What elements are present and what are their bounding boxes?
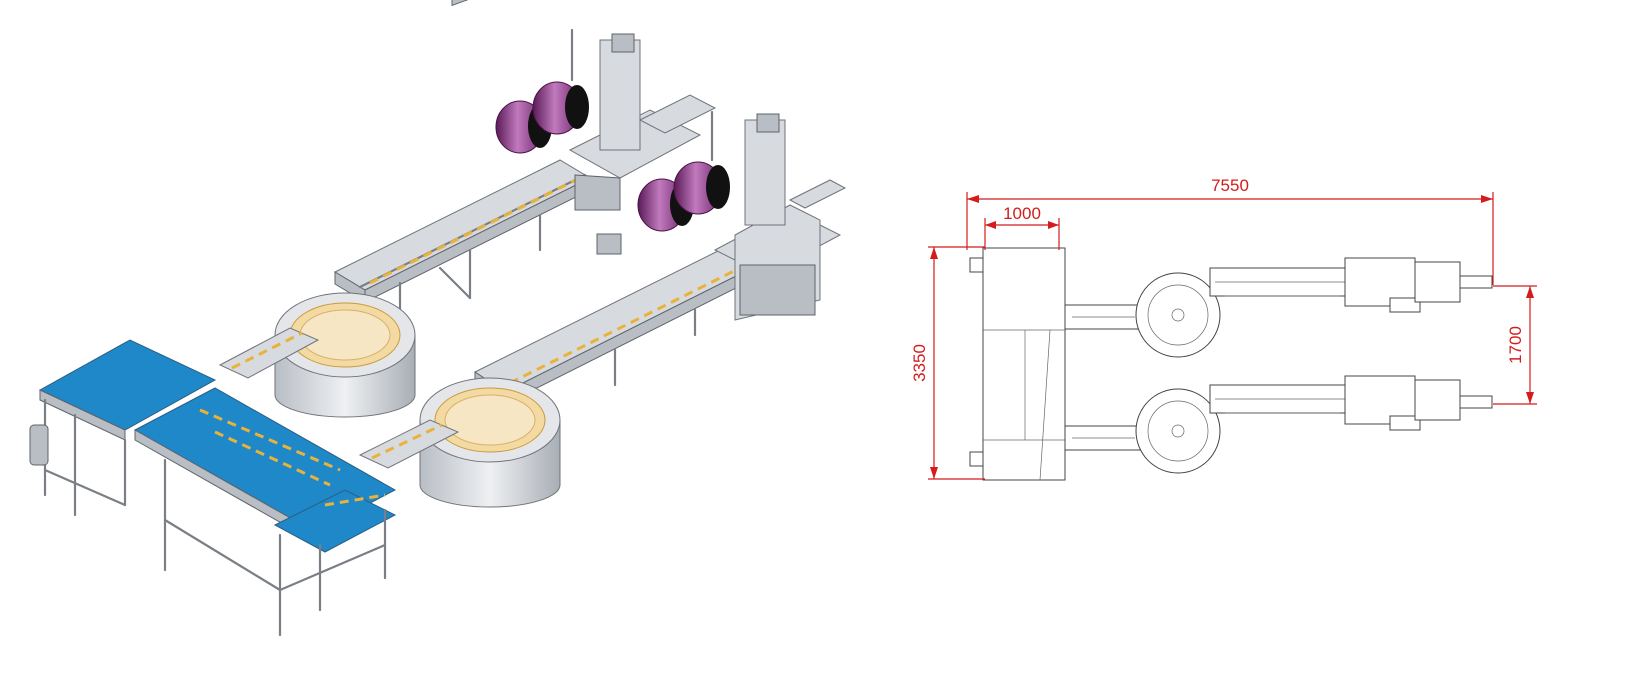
rotary-feeder-lower xyxy=(419,377,561,508)
infeed-table-plan xyxy=(982,247,1066,481)
monitor-icon xyxy=(596,233,622,255)
dimension-label-line-spacing: 1700 xyxy=(1506,326,1525,364)
top-view-layout-drawing: 7550 1000 3350 1700 xyxy=(910,176,1537,481)
dimension-overall-length: 7550 xyxy=(966,176,1494,285)
dimension-label-overall-length: 7550 xyxy=(1211,176,1249,195)
dimension-label-overall-width: 3350 xyxy=(910,344,929,382)
dimension-line-spacing: 1700 xyxy=(1493,285,1537,405)
film-rolls-lower xyxy=(637,161,730,232)
infeed-belt-tables xyxy=(29,339,397,637)
upper-flow-wrapper-line xyxy=(333,0,717,312)
monitor-icon xyxy=(451,0,479,7)
dimension-overall-width: 3350 xyxy=(910,246,985,480)
lower-line-plan xyxy=(1064,375,1493,474)
transfer-conveyor-lower xyxy=(358,419,460,469)
upper-line-plan xyxy=(1064,257,1493,358)
transfer-conveyor-upper xyxy=(218,327,320,379)
isometric-machine-render xyxy=(29,0,847,637)
upper-line-legs xyxy=(398,213,542,312)
dimension-label-infeed-width: 1000 xyxy=(1003,204,1041,223)
film-rolls-upper xyxy=(495,81,589,154)
dimension-infeed-width: 1000 xyxy=(984,204,1060,250)
rotary-feeder-upper xyxy=(274,292,416,418)
